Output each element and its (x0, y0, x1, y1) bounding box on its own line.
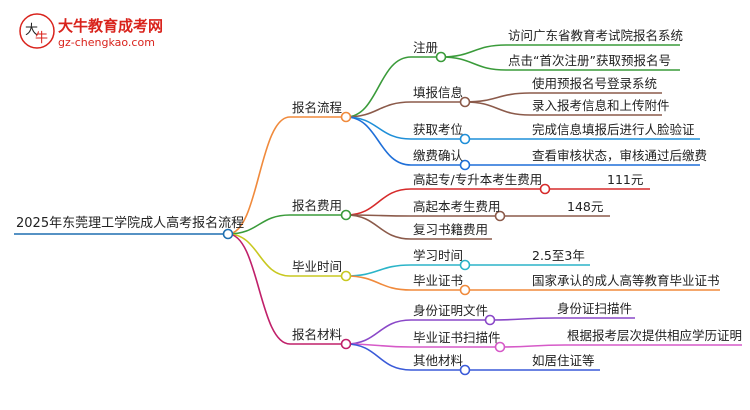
leaf-label: 录入报考信息和上传附件 (532, 98, 670, 113)
leaf-label: 148元 (567, 199, 604, 214)
logo-url: gz-chengkao.com (58, 36, 155, 49)
sub-edge (345, 275, 412, 291)
leaf-label: 查看审核状态，审核通过后缴费 (532, 148, 708, 163)
sub-label: 高起本考生费用 (413, 199, 501, 214)
sub-edge (345, 214, 412, 240)
sub-edge (345, 101, 412, 118)
branch-edge (227, 233, 291, 277)
sub-node (459, 259, 471, 271)
logo-mark-icon: 大 牛 (19, 13, 55, 49)
svg-text:牛: 牛 (35, 31, 48, 46)
sub-node (459, 133, 471, 145)
sub-node (494, 210, 506, 222)
leaf-label: 完成信息填报后进行人脸验证 (532, 122, 695, 137)
branch-node (340, 111, 352, 123)
sub-label: 复习书籍费用 (413, 222, 489, 237)
sub-node (459, 96, 471, 108)
branch-edge (227, 214, 291, 235)
leaf-label: 身份证扫描件 (557, 301, 633, 316)
leaf-edge (440, 56, 507, 71)
branch-label: 毕业时间 (292, 259, 343, 274)
sub-edge (345, 319, 412, 345)
leaf-label: 111元 (607, 172, 644, 187)
leaf-label: 如居住证等 (532, 353, 595, 368)
root-label: 2025年东莞理工学院成人高考报名流程 (16, 216, 245, 231)
branch-edge (227, 116, 291, 235)
branch-label: 报名材料 (292, 327, 343, 342)
sub-node (494, 341, 506, 353)
sub-node (435, 51, 447, 63)
sub-node (459, 159, 471, 171)
leaf-edge (464, 101, 531, 116)
sub-label: 高起专/专升本考生费用 (413, 172, 543, 187)
sub-label: 获取考位 (413, 122, 464, 137)
leaf-label: 点击“首次注册”获取预报名号 (508, 53, 671, 68)
sub-edge (345, 343, 412, 371)
leaf-label: 国家承认的成人高等教育毕业证书 (532, 273, 720, 288)
sub-edge (345, 116, 412, 166)
leaf-label: 使用预报名号登录系统 (532, 76, 658, 91)
leaf-edge (440, 44, 507, 58)
branch-node (340, 209, 352, 221)
leaf-label: 根据报考层次提供相应学历证明 (567, 328, 743, 343)
sub-edge (345, 56, 412, 118)
leaf-edge (499, 344, 566, 348)
branch-label: 报名费用 (292, 198, 343, 213)
sub-label: 填报信息 (413, 85, 464, 100)
sub-node (459, 364, 471, 376)
sub-edge (345, 188, 412, 216)
sub-label: 缴费确认 (413, 148, 464, 163)
branch-edge (227, 233, 291, 345)
sub-label: 毕业证书 (413, 273, 464, 288)
sub-label: 其他材料 (413, 353, 464, 368)
svg-text:大: 大 (25, 23, 38, 38)
sub-label: 身份证明文件 (413, 303, 489, 318)
sub-node (459, 284, 471, 296)
leaf-edge (489, 317, 556, 321)
sub-label: 学习时间 (413, 248, 464, 263)
leaf-label: 2.5至3年 (532, 248, 585, 263)
sub-label: 毕业证书扫描件 (413, 330, 501, 345)
branch-label: 报名流程 (292, 100, 343, 115)
sub-node (539, 183, 551, 195)
site-logo: 大 牛 大牛教育成考网 gz-chengkao.com (18, 12, 198, 52)
root-node (222, 228, 234, 240)
leaf-label: 访问广东省教育考试院报名系统 (508, 28, 684, 43)
sub-edge (345, 116, 412, 140)
leaf-edge (464, 92, 531, 103)
branch-node (340, 338, 352, 350)
sub-label: 注册 (413, 40, 439, 55)
logo-title: 大牛教育成考网 (58, 17, 164, 35)
sub-edge (345, 264, 412, 277)
branch-node (340, 270, 352, 282)
sub-node (484, 314, 496, 326)
